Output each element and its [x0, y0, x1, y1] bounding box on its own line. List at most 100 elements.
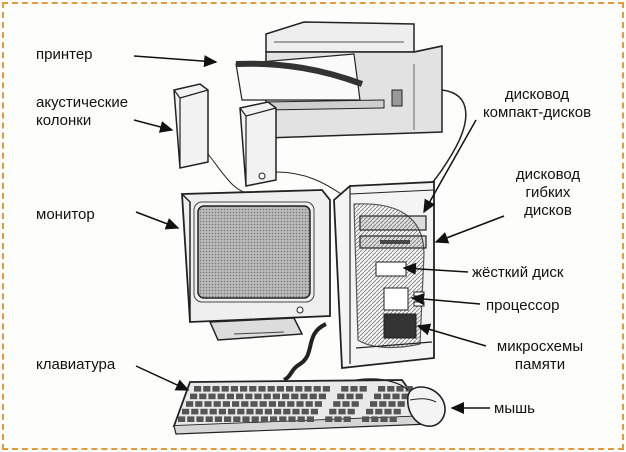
keyboard-key	[283, 408, 291, 415]
keyboard-key	[309, 393, 317, 400]
keyboard-key	[405, 386, 413, 392]
keyboard-key	[228, 408, 236, 415]
arrow-speakers	[133, 119, 174, 133]
keyboard-key	[295, 386, 303, 392]
keyboard-key	[341, 386, 349, 392]
label-hard-disk: жёсткий диск	[472, 264, 564, 281]
keyboard-key	[213, 401, 221, 407]
keyboard-key	[384, 408, 392, 415]
keyboard-key	[236, 393, 244, 400]
keyboard-key	[292, 408, 300, 415]
keyboard-key	[334, 416, 342, 422]
keyboard-key	[178, 416, 186, 422]
label-monitor: монитор	[36, 206, 95, 223]
keyboard-key	[370, 401, 378, 407]
mouse-device	[355, 378, 446, 427]
keyboard-key	[233, 416, 241, 422]
keyboard-key	[204, 401, 212, 407]
keyboard-key	[296, 401, 304, 407]
label-speakers-line2: колонки	[36, 112, 92, 129]
keyboard-key	[286, 386, 294, 392]
keyboard-key	[240, 386, 248, 392]
arrow-ram	[416, 323, 487, 347]
keyboard-key	[347, 408, 355, 415]
keyboard-key	[355, 393, 363, 400]
keyboard-key	[343, 416, 351, 422]
keyboard-key	[274, 408, 282, 415]
keyboard-key	[314, 401, 322, 407]
keyboard-key	[291, 393, 299, 400]
keyboard-key	[338, 408, 346, 415]
label-cd-drive-line1: дисковод	[504, 86, 570, 103]
keyboard-key	[232, 401, 240, 407]
keyboard-key	[258, 386, 266, 392]
keyboard-key	[350, 386, 358, 392]
keyboard-key	[329, 408, 337, 415]
keyboard-key	[288, 416, 296, 422]
keyboard-key	[242, 416, 250, 422]
keyboard-key	[270, 416, 278, 422]
system-unit	[333, 181, 435, 369]
keyboard-key	[182, 408, 190, 415]
keyboard-key	[313, 386, 321, 392]
keyboard-key	[375, 408, 383, 415]
keyboard-key	[282, 393, 290, 400]
label-ram-line2: памяти	[514, 356, 566, 373]
keyboard-key	[318, 393, 326, 400]
keyboard-key	[249, 386, 257, 392]
keyboard-key	[241, 401, 249, 407]
keyboard-key	[366, 408, 374, 415]
keyboard-key	[250, 401, 258, 407]
keyboard-device	[172, 379, 431, 435]
keyboard-key	[264, 408, 272, 415]
label-cd-drive-line2: компакт-дисков	[482, 104, 592, 121]
keyboard-key	[245, 393, 253, 400]
pc-illustration	[133, 21, 505, 435]
keyboard-key	[401, 393, 409, 400]
keyboard-key	[374, 393, 382, 400]
label-printer: принтер	[36, 46, 93, 63]
keyboard-key	[217, 393, 225, 400]
keyboard-key	[191, 408, 199, 415]
keyboard-key	[208, 393, 216, 400]
keyboard-key	[351, 401, 359, 407]
arrow-printer	[133, 55, 218, 68]
keyboard-key	[194, 386, 202, 392]
keyboard-key	[205, 416, 213, 422]
keyboard-key	[342, 401, 350, 407]
speakers-device	[173, 83, 277, 187]
keyboard-key	[396, 386, 404, 392]
keyboard-key	[196, 416, 204, 422]
keyboard-key	[371, 416, 379, 422]
keyboard-key	[260, 416, 268, 422]
keyboard-key	[199, 393, 207, 400]
keyboard-key	[380, 416, 388, 422]
keyboard-key	[214, 416, 222, 422]
keyboard-key	[251, 416, 259, 422]
keyboard-key	[237, 408, 245, 415]
keyboard-key	[218, 408, 226, 415]
monitor-device	[181, 189, 331, 341]
keyboard-key	[379, 401, 387, 407]
keyboard-key	[337, 393, 345, 400]
keyboard-key	[226, 393, 234, 400]
arrow-hdd	[402, 262, 469, 275]
keyboard-key	[279, 416, 287, 422]
label-floppy-line3: дисков	[524, 202, 572, 219]
keyboard-key	[387, 386, 395, 392]
keyboard-key	[397, 401, 405, 407]
label-ram-line1: микросхемы	[496, 338, 584, 355]
keyboard-key	[287, 401, 295, 407]
label-mouse: мышь	[494, 400, 535, 417]
arrow-cpu	[410, 293, 481, 306]
keyboard-key	[190, 393, 198, 400]
keyboard-key	[200, 408, 208, 415]
arrow-floppy	[434, 215, 505, 244]
keyboard-key	[322, 386, 330, 392]
label-floppy-line1: дисковод	[515, 166, 581, 183]
keyboard-key	[378, 386, 386, 392]
keyboard-key	[392, 393, 400, 400]
keyboard-key	[246, 408, 254, 415]
keyboard-key	[255, 408, 263, 415]
keyboard-key	[278, 401, 286, 407]
